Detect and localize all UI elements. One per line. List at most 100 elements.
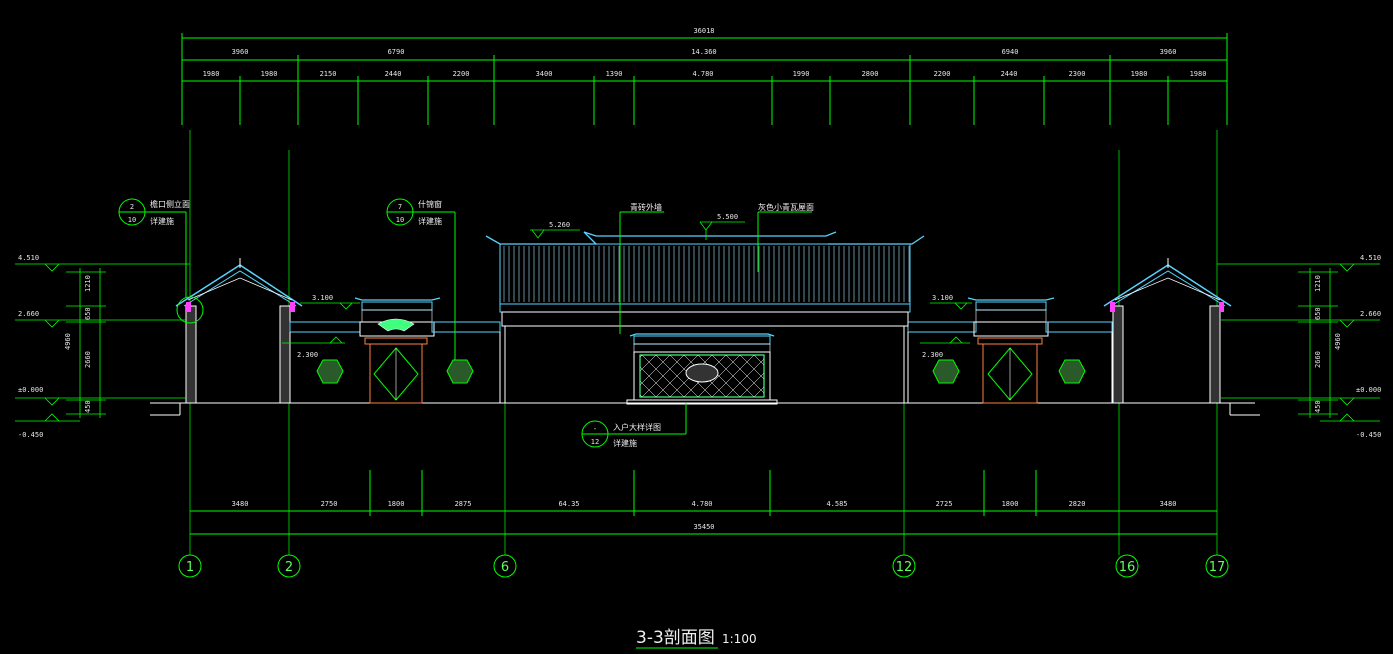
dim-row2-5: 3960 [1160,48,1177,56]
right-dim-2: 650 [1314,307,1322,320]
level-right-2: 2.660 [1360,310,1381,318]
bdim-10: 2820 [1069,500,1086,508]
dim-row3-4: 2440 [385,70,402,78]
right-dim-1: 1210 [1314,275,1322,292]
note-brick-wall: 青砖外墙 [630,202,662,212]
dim-row3-8: 4.780 [692,70,713,78]
callout-window-bottom: 10 [396,216,404,224]
top-dim-row2: 3960 6790 14.360 6940 3960 [232,48,1177,56]
dim-row2-2: 6790 [388,48,405,56]
callout-eave-top: 2 [130,203,134,211]
drawing-title-block: 3-3剖面图 1:100 [636,628,757,649]
level-right-1: 4.510 [1360,254,1381,262]
dim-row3-5: 2200 [453,70,470,78]
level-inner-4: 2.300 [922,351,943,359]
dim-row2-3: 14.360 [691,48,716,56]
level-inner-6: 5.500 [717,213,738,221]
axis-label-12: 12 [896,560,913,575]
left-gable-pavilion [175,258,303,404]
level-inner-2: 2.300 [297,351,318,359]
right-low-wall [907,297,1113,404]
top-dimension-chains [181,33,1228,125]
dim-row3-13: 2300 [1069,70,1086,78]
callout-eave-line1: 檐口侧立面 [150,199,190,209]
drawing-title: 3-3剖面图 [636,628,715,648]
callout-entrance-line1: 入户大样详图 [613,422,661,432]
bdim-6: 4.780 [691,500,712,508]
left-dim-4: 2660 [84,351,92,368]
top-dim-row3: 1980 1980 2150 2440 2200 3400 1390 4.780… [203,70,1207,78]
callout-window-line2: 详建施 [418,216,442,226]
level-right-3: ±0.000 [1356,386,1381,394]
callout-eave-bottom: 10 [128,216,136,224]
callout-entrance-line2: 详建施 [613,438,637,448]
callout-entrance-top: - [593,425,597,433]
level-inner-3: 3.100 [932,294,953,302]
dim-row3-9: 1990 [793,70,810,78]
left-dim-2: 650 [84,307,92,320]
left-level-texts: 4.510 2.660 ±0.000 -0.450 1210 650 4960 … [18,254,92,439]
dim-row3-1: 1980 [203,70,220,78]
right-dim-3: 4960 [1334,333,1342,350]
bdim-2: 2750 [321,500,338,508]
dim-row2-4: 6940 [1002,48,1019,56]
left-low-wall [289,297,501,404]
level-inner-5: 5.260 [549,221,570,229]
callout-eave-line2: 详建施 [150,216,174,226]
axis-label-6: 6 [501,560,509,575]
right-gable-pavilion [1103,258,1232,404]
right-level-texts: 4.510 2.660 ±0.000 -0.450 1210 650 4960 … [1314,254,1381,439]
bdim-5: 64.35 [558,500,579,508]
note-tile-roof: 灰色小青瓦屋面 [758,202,814,212]
bdim-4: 2875 [455,500,472,508]
level-left-2: 2.660 [18,310,39,318]
bdim-3: 1800 [388,500,405,508]
callout-eave: 2 10 檐口侧立面 详建施 [118,198,190,298]
dim-overall-top: 36018 [693,27,714,35]
left-dim-1: 1210 [84,275,92,292]
level-right-4: -0.450 [1356,431,1381,439]
callout-window: 7 10 什锦窗 详建施 [386,198,456,360]
level-inner-1: 3.100 [312,294,333,302]
central-hall [485,231,925,405]
left-dim-5: 450 [84,400,92,413]
level-left-3: ±0.000 [18,386,43,394]
dim-row3-2: 1980 [261,70,278,78]
axis-label-17: 17 [1209,560,1226,575]
axis-label-16: 16 [1119,560,1136,575]
callout-entrance-bottom: 12 [591,438,599,446]
bdim-1: 3480 [232,500,249,508]
right-dim-5: 450 [1314,400,1322,413]
axis-label-1: 1 [186,560,194,575]
dim-row3-10: 2800 [862,70,879,78]
level-left-1: 4.510 [18,254,39,262]
right-level-marks [1217,263,1380,422]
dim-row3-7: 1390 [606,70,623,78]
axis-bubbles [178,554,1229,578]
callout-window-line1: 什锦窗 [418,199,442,209]
left-dim-3: 4960 [64,333,72,350]
ground-line [150,402,1260,416]
dim-row3-6: 3400 [536,70,553,78]
bdim-9: 1800 [1002,500,1019,508]
bdim-overall: 35450 [693,523,714,531]
dim-row2-1: 3960 [232,48,249,56]
callout-entrance: - 12 入户大样详图 详建施 [581,403,687,448]
left-level-marks [15,263,190,422]
dim-row3-14: 1980 [1131,70,1148,78]
dim-row3-3: 2150 [320,70,337,78]
inner-level-marks [282,221,972,344]
bdim-7: 4.585 [826,500,847,508]
dim-row3-12: 2440 [1001,70,1018,78]
top-dim-overall: 36018 [693,27,714,35]
bottom-dimension-chains [190,470,1217,535]
right-dim-4: 2660 [1314,351,1322,368]
material-notes [619,211,812,334]
callout-window-top: 7 [398,203,402,211]
bdim-8: 2725 [936,500,953,508]
drawing-scale: 1:100 [722,632,757,646]
inner-level-texts: 3.100 2.300 3.100 2.300 5.260 5.500 [297,213,953,359]
axis-label-2: 2 [285,560,293,575]
level-left-4: -0.450 [18,431,43,439]
